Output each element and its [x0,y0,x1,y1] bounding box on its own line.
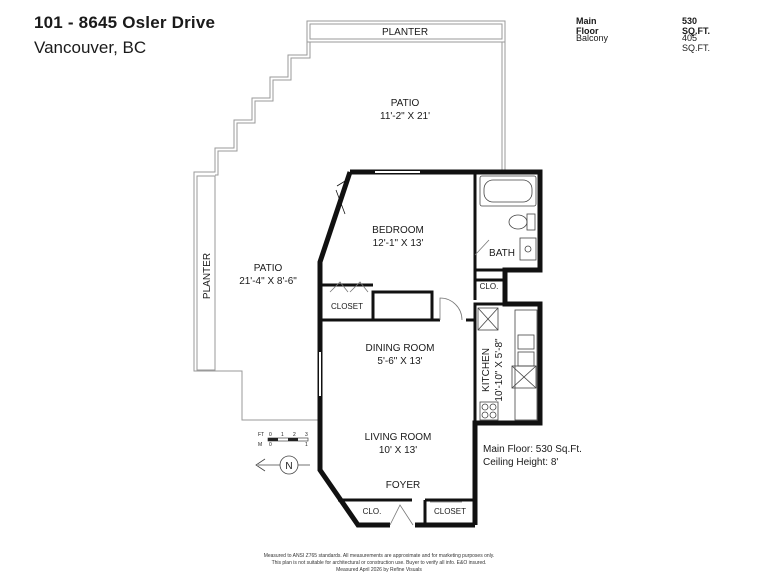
kitchen-fixtures [477,307,538,421]
bath-label: BATH [489,248,515,259]
clo-hall-label: CLO. [480,282,499,291]
property-address: 101 - 8645 Osler Drive [34,13,216,32]
scale-m-label: M [258,442,262,448]
area-value: 405 SQ.FT. [682,33,711,53]
scale-m-tick: 1 [305,442,308,448]
closet-foyer-label: CLOSET [434,507,466,516]
area-label: Balcony [576,33,609,43]
disclaimer-line: This plan is not suitable for architectu… [271,560,487,566]
planter-left [196,175,216,371]
scale-bar: FT 0 1 2 3 M 0 1 [258,432,309,448]
scale-ft-tick: 2 [293,432,296,438]
bedroom-name: BEDROOM [372,225,424,236]
patio-top-name: PATIO [391,98,420,109]
living-room-dims: 10' X 13' [379,445,417,456]
patio-left-dims: 21'-4" X 8'-6" [239,276,297,287]
bath-fixtures [479,175,537,261]
patio-left-name: PATIO [254,263,283,274]
planter-top-label: PLANTER [382,27,428,38]
summary-main-floor: Main Floor: 530 Sq.Ft. [483,444,582,455]
planter-left-label: PLANTER [202,253,213,299]
bedroom-dims: 12'-1" X 13' [373,238,424,249]
door-swings [329,239,490,526]
scale-ft-tick: 1 [281,432,284,438]
kitchen-dims: 10'-10" X 5'-8" [494,338,505,402]
dining-room-name: DINING ROOM [366,343,435,354]
area-value: 530 SQ.FT. [682,16,711,36]
clo-foyer-label: CLO. [363,507,382,516]
closet-bedroom-label: CLOSET [331,302,363,311]
summary-ceiling: Ceiling Height: 8' [483,457,558,468]
living-room-name: LIVING ROOM [365,432,432,443]
patio-top-dims: 11'-2" X 21' [380,111,430,122]
interior-walls [320,172,507,525]
north-label: N [285,461,292,472]
scale-m-tick: 0 [269,442,272,448]
windows [319,171,420,396]
kitchen-name: KITCHEN [481,348,492,392]
dining-room-dims: 5'-6" X 13' [377,356,422,367]
scale-ft-tick: 3 [305,432,308,438]
disclaimer-line: Measured April 2026 by Refine Visuals [336,567,422,573]
area-label: Main Floor [576,16,599,36]
scale-ft-tick: 0 [269,432,272,438]
property-city: Vancouver, BC [34,38,147,57]
patio-outline [193,21,506,421]
foyer-label: FOYER [386,480,420,491]
disclaimer-line: Measured to ANSI Z765 standards. All mea… [263,553,495,559]
scale-ft-label: FT [258,432,264,438]
north-arrow-icon: N [255,455,310,475]
